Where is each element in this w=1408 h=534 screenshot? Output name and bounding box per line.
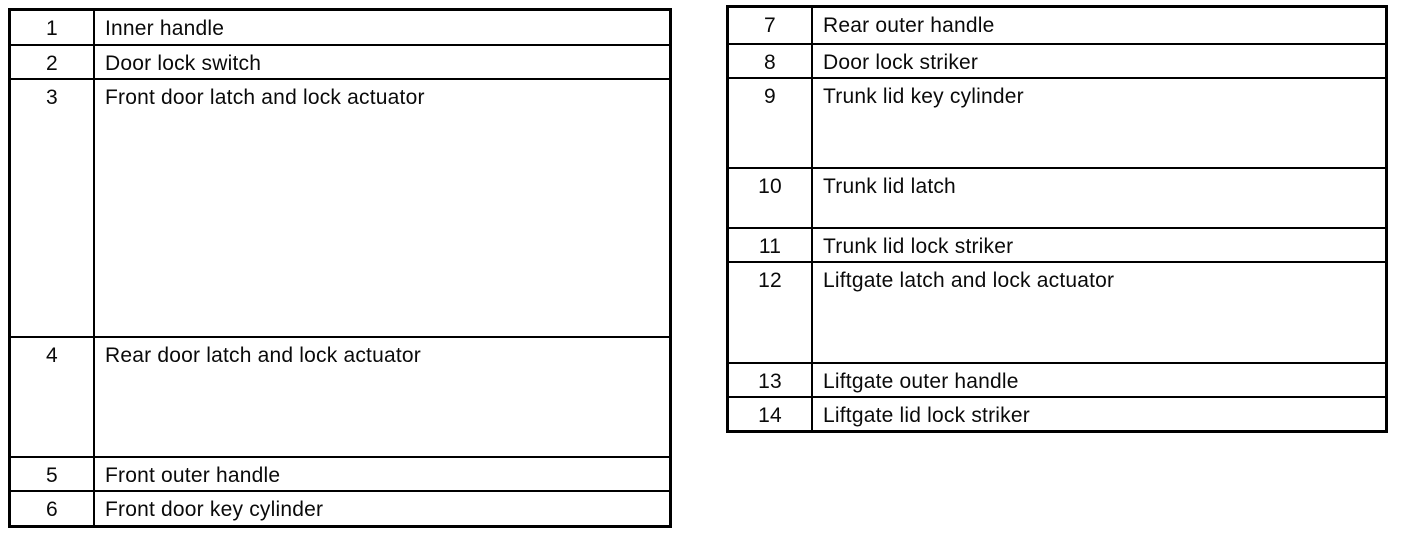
item-number: 7 [726,5,813,45]
item-number: 4 [8,335,95,458]
item-number: 9 [726,76,813,169]
item-label: Door lock switch [93,43,672,80]
table-body: 7 Rear outer handle 8 Door lock striker … [726,5,1388,433]
item-label: Inner handle [93,8,672,46]
item-label: Trunk lid key cylinder [811,76,1388,169]
table-row: 1 Inner handle [8,8,672,46]
table-row: 11 Trunk lid lock striker [726,226,1388,263]
item-label: Door lock striker [811,42,1388,79]
table-row: 2 Door lock switch [8,43,672,80]
item-label: Trunk lid lock striker [811,226,1388,263]
item-number: 14 [726,396,813,433]
item-label: Liftgate latch and lock actuator [811,260,1388,364]
table-row: 6 Front door key cylinder [8,489,672,528]
table-row: 3 Front door latch and lock actuator [8,77,672,338]
parts-legend-table-left: 1 Inner handle 2 Door lock switch 3 Fron… [8,8,672,529]
table-body: 1 Inner handle 2 Door lock switch 3 Fron… [8,8,672,528]
table-row: 8 Door lock striker [726,42,1388,79]
item-label: Front door latch and lock actuator [93,77,672,338]
item-label: Rear door latch and lock actuator [93,335,672,458]
item-number: 1 [8,8,95,46]
item-number: 12 [726,260,813,364]
table-row: 5 Front outer handle [8,455,672,492]
item-number: 11 [726,226,813,263]
table-row: 13 Liftgate outer handle [726,361,1388,399]
table-row: 9 Trunk lid key cylinder [726,76,1388,169]
item-number: 5 [8,455,95,492]
item-label: Front outer handle [93,455,672,492]
item-number: 3 [8,77,95,338]
item-label: Liftgate lid lock striker [811,396,1388,433]
table-row: 12 Liftgate latch and lock actuator [726,260,1388,364]
parts-legend-table-right: 7 Rear outer handle 8 Door lock striker … [726,5,1388,434]
table-row: 10 Trunk lid latch [726,166,1388,229]
item-label: Trunk lid latch [811,166,1388,229]
item-number: 8 [726,42,813,79]
item-number: 2 [8,43,95,80]
item-number: 13 [726,361,813,399]
item-label: Rear outer handle [811,5,1388,45]
item-number: 6 [8,489,95,528]
table-row: 14 Liftgate lid lock striker [726,396,1388,433]
item-label: Front door key cylinder [93,489,672,528]
table-row: 7 Rear outer handle [726,5,1388,45]
item-number: 10 [726,166,813,229]
item-label: Liftgate outer handle [811,361,1388,399]
table-row: 4 Rear door latch and lock actuator [8,335,672,458]
